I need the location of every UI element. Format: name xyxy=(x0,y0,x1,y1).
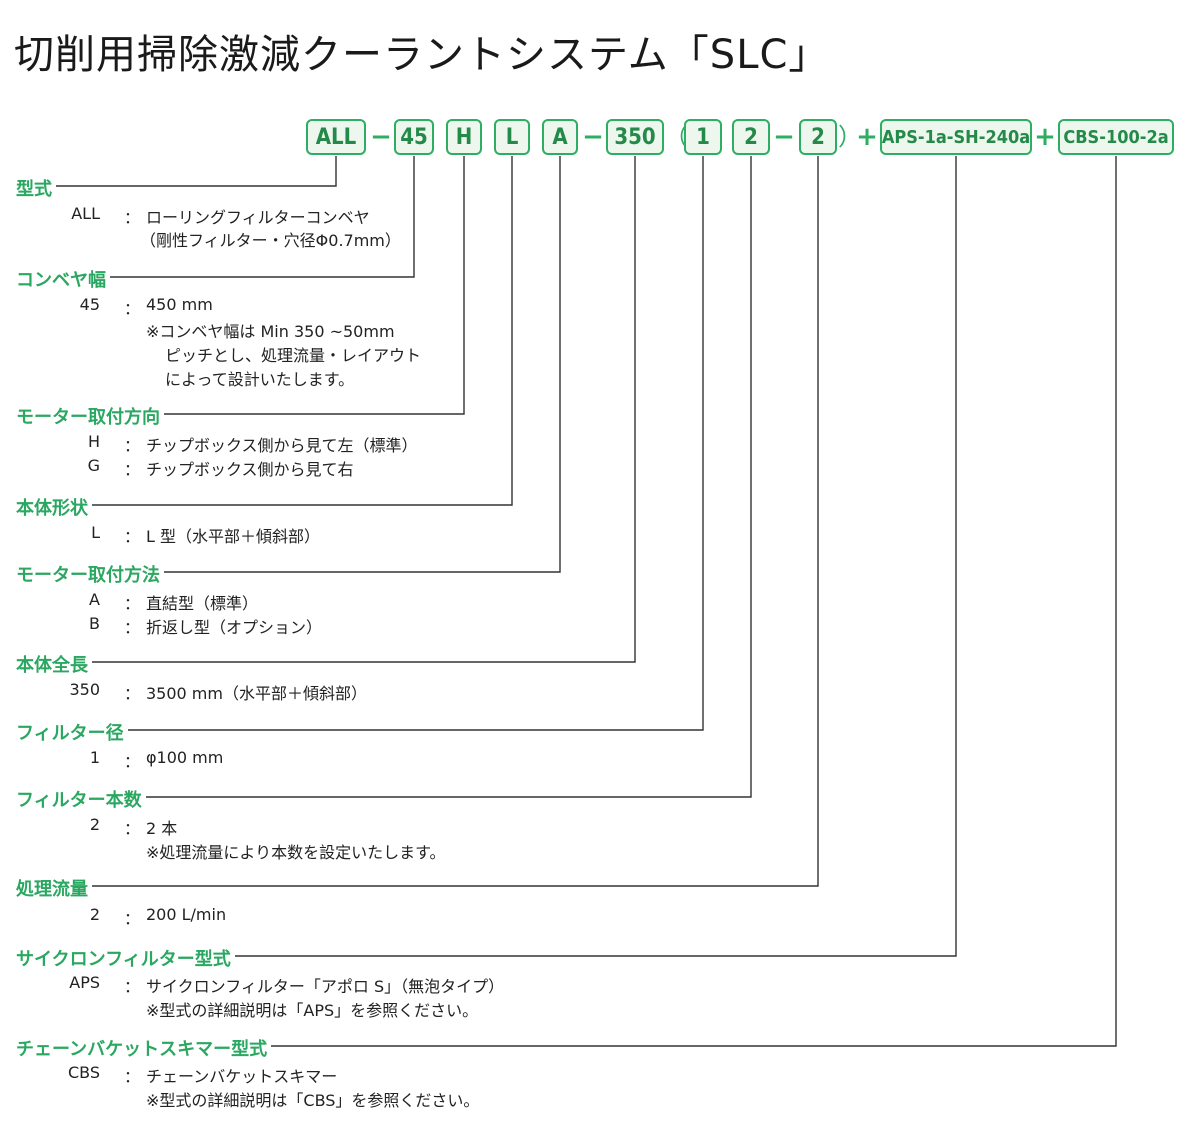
code-box-flow-rate: 2 xyxy=(799,119,837,155)
code-box-type: ALL xyxy=(306,119,366,155)
item-desc: チップボックス側から見て右 xyxy=(146,460,354,479)
connector-width xyxy=(40,156,415,278)
item-desc: φ100 mm xyxy=(146,748,224,767)
item-colon: ： xyxy=(124,1067,141,1086)
item-colon: ： xyxy=(124,684,141,703)
connector-length xyxy=(40,156,636,663)
item-desc: ローリングフィルターコンベヤ xyxy=(146,208,370,227)
connector-type xyxy=(40,156,337,187)
code-plus-2: + xyxy=(1034,122,1056,152)
item-desc: サイクロンフィルター「アポロ S」（無泡タイプ） xyxy=(146,977,505,996)
item-code: 2 xyxy=(89,815,100,834)
item-desc: L 型（水平部＋傾斜部） xyxy=(146,527,321,546)
item-colon: ： xyxy=(124,208,141,227)
item-note: ※コンベヤ幅は Min 350 ~50mm xyxy=(146,322,395,341)
connector-flow-rate xyxy=(40,156,819,887)
item-colon: ： xyxy=(124,752,141,771)
section-label-type: 型式 xyxy=(16,175,56,201)
item-desc: 直結型（標準） xyxy=(146,594,259,613)
item-code: 2 xyxy=(89,905,100,924)
item-desc: 2 本 xyxy=(146,819,178,838)
item-colon: ： xyxy=(124,299,141,318)
item-note: ※処理流量により本数を設定いたします。 xyxy=(146,843,446,862)
item-colon: ： xyxy=(124,618,141,637)
item-colon: ： xyxy=(124,594,141,613)
code-box-motor-mount: A xyxy=(542,119,578,155)
code-dash-1: − xyxy=(370,122,392,152)
code-box-aps: APS-1a-SH-240a xyxy=(880,119,1032,155)
section-label-motor-direction: モーター取付方向 xyxy=(16,403,164,429)
section-label-length: 本体全長 xyxy=(16,651,92,677)
code-box-width: 45 xyxy=(394,119,434,155)
item-colon: ： xyxy=(124,436,141,455)
item-code: G xyxy=(87,456,100,475)
section-label-width: コンベヤ幅 xyxy=(16,266,110,292)
page-title: 切削用掃除激減クーラントシステム「SLC」 xyxy=(14,32,830,78)
connector-aps xyxy=(40,156,957,957)
item-code: L xyxy=(91,523,100,542)
section-label-filter-count: フィルター本数 xyxy=(16,786,146,812)
item-note: ピッチとし、処理流量・レイアウト xyxy=(165,346,422,365)
code-plus-1: + xyxy=(856,122,878,152)
item-code: B xyxy=(89,614,100,633)
item-desc: 200 L/min xyxy=(146,905,227,924)
connector-filter-count xyxy=(40,156,752,798)
item-colon: ： xyxy=(124,977,141,996)
item-desc: 450 mm xyxy=(146,295,213,314)
code-box-cbs: CBS-100-2a xyxy=(1058,119,1174,155)
item-code: A xyxy=(89,590,100,609)
connector-motor-mount xyxy=(40,156,561,573)
code-box-body-shape: L xyxy=(494,119,530,155)
connector-filter-dia xyxy=(40,156,704,731)
item-note: によって設計いたします。 xyxy=(165,370,355,389)
code-box-motor-direction: H xyxy=(446,119,482,155)
item-colon: ： xyxy=(124,909,141,928)
item-desc: 3500 mm（水平部＋傾斜部） xyxy=(146,684,367,703)
item-colon: ： xyxy=(124,527,141,546)
item-colon: ： xyxy=(124,460,141,479)
code-dash-2: − xyxy=(582,122,604,152)
section-label-flow-rate: 処理流量 xyxy=(16,875,92,901)
item-colon: ： xyxy=(124,819,141,838)
item-desc: チェーンバケットスキマー xyxy=(146,1067,338,1086)
section-label-aps: サイクロンフィルター型式 xyxy=(16,945,235,971)
item-code: 350 xyxy=(69,680,100,699)
item-desc: 折返し型（オプション） xyxy=(146,618,323,637)
section-label-motor-mount: モーター取付方法 xyxy=(16,561,164,587)
item-code: 1 xyxy=(89,748,100,767)
item-code: H xyxy=(87,432,100,451)
item-desc: チップボックス側から見て左（標準） xyxy=(146,436,418,455)
code-dash-3: − xyxy=(773,122,795,152)
item-note: （剛性フィルター・穴径Φ0.7mm） xyxy=(140,231,401,250)
item-code: ALL xyxy=(71,204,100,223)
item-note: ※型式の詳細説明は「APS」を参照ください。 xyxy=(146,1001,479,1020)
connector-cbs xyxy=(40,156,1117,1047)
section-label-filter-dia: フィルター径 xyxy=(16,719,128,745)
item-code: APS xyxy=(69,973,100,992)
code-box-filter-count: 2 xyxy=(732,119,770,155)
section-label-body-shape: 本体形状 xyxy=(16,494,92,520)
item-note: ※型式の詳細説明は「CBS」を参照ください。 xyxy=(146,1091,480,1110)
section-label-cbs: チェーンバケットスキマー型式 xyxy=(16,1035,272,1061)
code-box-length: 350 xyxy=(606,119,664,155)
item-code: 45 xyxy=(79,295,100,314)
connector-motor-direction xyxy=(40,156,465,415)
connector-body-shape xyxy=(40,156,513,506)
code-box-filter-dia: 1 xyxy=(684,119,722,155)
item-code: CBS xyxy=(67,1063,100,1082)
